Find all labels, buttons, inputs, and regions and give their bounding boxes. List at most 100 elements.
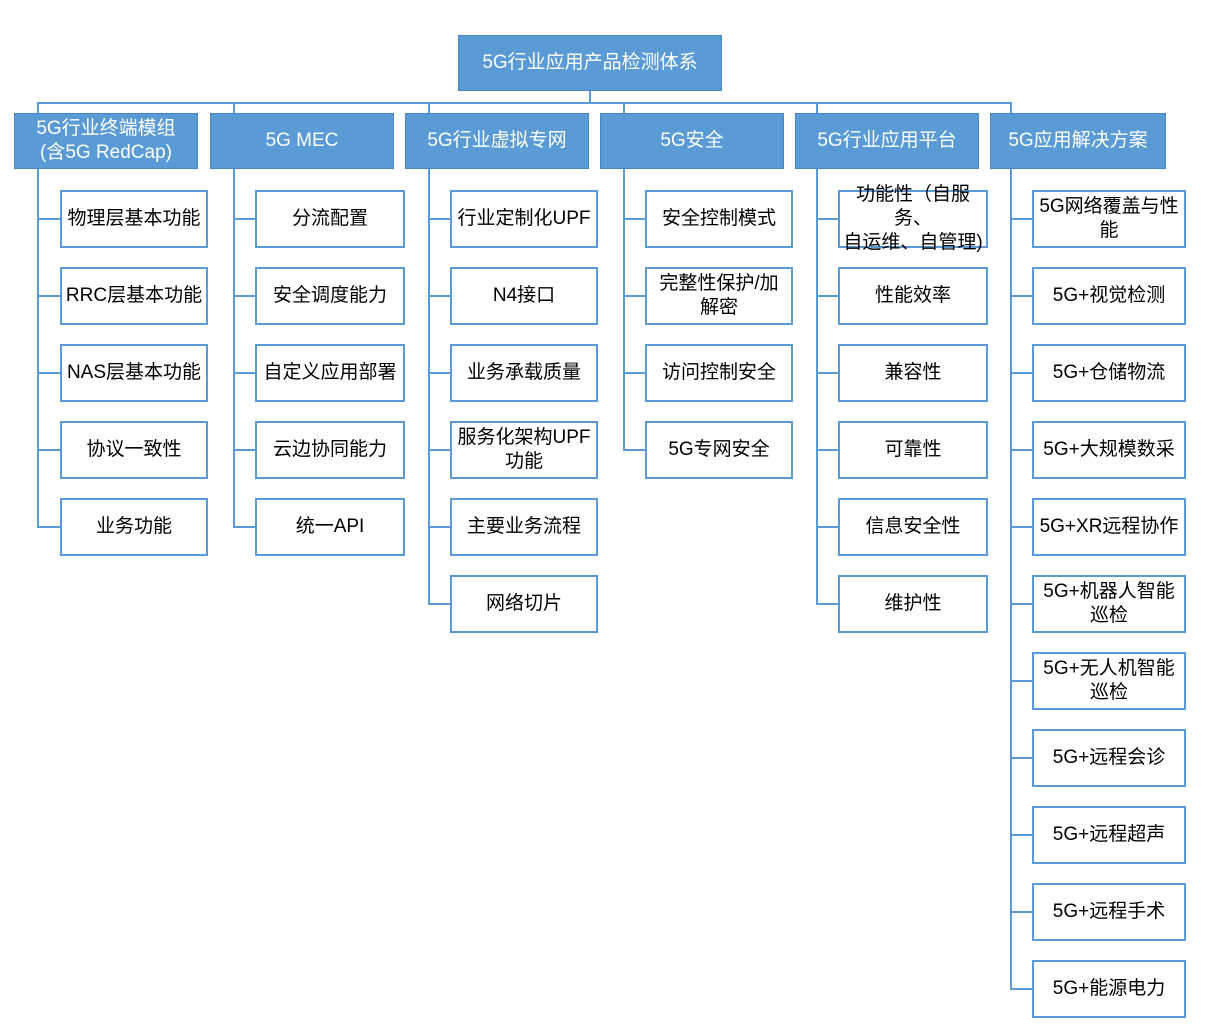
leaf-node-0-1-label: RRC层基本功能 <box>65 284 203 306</box>
branch-drop-5 <box>1010 102 1012 113</box>
leaf-node-3-1[interactable]: 完整性保护/加 解密 <box>645 267 793 325</box>
leaf-node-0-0[interactable]: 物理层基本功能 <box>60 190 208 248</box>
branch-node-2[interactable]: 5G行业虚拟专网 <box>405 113 589 169</box>
leaf-node-1-4-label: 统一API <box>295 515 365 537</box>
leaf-elbow-5-10 <box>1010 988 1032 990</box>
branch-spine-2 <box>428 169 430 604</box>
leaf-elbow-0-4 <box>37 526 60 528</box>
leaf-node-5-10-label: 5G+能源电力 <box>1052 977 1166 999</box>
leaf-node-4-2[interactable]: 兼容性 <box>838 344 988 402</box>
branch-node-4[interactable]: 5G行业应用平台 <box>795 113 979 169</box>
leaf-node-3-0-label: 安全控制模式 <box>661 207 776 229</box>
leaf-node-3-0[interactable]: 安全控制模式 <box>645 190 793 248</box>
branch-drop-4 <box>816 102 818 113</box>
leaf-node-2-1[interactable]: N4接口 <box>450 267 598 325</box>
leaf-node-5-10[interactable]: 5G+能源电力 <box>1032 960 1186 1018</box>
leaf-elbow-3-1 <box>623 295 645 297</box>
leaf-node-5-3[interactable]: 5G+大规模数采 <box>1032 421 1186 479</box>
leaf-node-5-3-label: 5G+大规模数采 <box>1043 438 1175 460</box>
leaf-node-1-2[interactable]: 自定义应用部署 <box>255 344 405 402</box>
leaf-node-5-2[interactable]: 5G+仓储物流 <box>1032 344 1186 402</box>
leaf-node-4-5[interactable]: 维护性 <box>838 575 988 633</box>
leaf-node-0-3[interactable]: 协议一致性 <box>60 421 208 479</box>
branch-node-3[interactable]: 5G安全 <box>600 113 784 169</box>
leaf-node-5-0-label: 5G网络覆盖与性 能 <box>1039 195 1179 241</box>
branch-node-1-label: 5G MEC <box>265 129 339 151</box>
leaf-node-4-1[interactable]: 性能效率 <box>838 267 988 325</box>
leaf-node-5-7[interactable]: 5G+远程会诊 <box>1032 729 1186 787</box>
leaf-node-3-3[interactable]: 5G专网安全 <box>645 421 793 479</box>
leaf-node-2-4-label: 主要业务流程 <box>466 515 581 537</box>
leaf-node-4-1-label: 性能效率 <box>874 284 951 306</box>
leaf-node-1-3-label: 云边协同能力 <box>272 438 387 460</box>
branch-node-1[interactable]: 5G MEC <box>210 113 394 169</box>
branch-node-5[interactable]: 5G应用解决方案 <box>990 113 1166 169</box>
leaf-node-1-3[interactable]: 云边协同能力 <box>255 421 405 479</box>
root-node[interactable]: 5G行业应用产品检测体系 <box>458 35 722 91</box>
leaf-elbow-5-0 <box>1010 218 1032 220</box>
branch-node-5-label: 5G应用解决方案 <box>1008 129 1148 151</box>
root-node-label: 5G行业应用产品检测体系 <box>482 51 698 73</box>
leaf-elbow-5-5 <box>1010 603 1032 605</box>
leaf-node-2-0-label: 行业定制化UPF <box>457 207 591 229</box>
leaf-node-5-9-label: 5G+远程手术 <box>1052 900 1166 922</box>
leaf-node-5-6[interactable]: 5G+无人机智能 巡检 <box>1032 652 1186 710</box>
leaf-elbow-3-0 <box>623 218 645 220</box>
leaf-node-0-1[interactable]: RRC层基本功能 <box>60 267 208 325</box>
leaf-node-2-1-label: N4接口 <box>492 284 556 306</box>
branch-node-0[interactable]: 5G行业终端模组 (含5G RedCap) <box>14 113 198 169</box>
leaf-node-4-5-label: 维护性 <box>884 592 942 614</box>
leaf-node-2-2[interactable]: 业务承载质量 <box>450 344 598 402</box>
leaf-node-5-9[interactable]: 5G+远程手术 <box>1032 883 1186 941</box>
leaf-node-2-3[interactable]: 服务化架构UPF 功能 <box>450 421 598 479</box>
leaf-node-5-8[interactable]: 5G+远程超声 <box>1032 806 1186 864</box>
leaf-node-5-5[interactable]: 5G+机器人智能 巡检 <box>1032 575 1186 633</box>
leaf-node-1-0[interactable]: 分流配置 <box>255 190 405 248</box>
leaf-elbow-4-3 <box>816 449 838 451</box>
leaf-node-2-4[interactable]: 主要业务流程 <box>450 498 598 556</box>
branch-node-0-label: 5G行业终端模组 (含5G RedCap) <box>36 117 176 163</box>
branch-spine-5 <box>1010 169 1012 989</box>
leaf-node-5-1-label: 5G+视觉检测 <box>1052 284 1166 306</box>
leaf-node-4-3[interactable]: 可靠性 <box>838 421 988 479</box>
leaf-node-2-5[interactable]: 网络切片 <box>450 575 598 633</box>
leaf-elbow-2-5 <box>428 603 450 605</box>
leaf-node-4-4[interactable]: 信息安全性 <box>838 498 988 556</box>
leaf-node-0-4[interactable]: 业务功能 <box>60 498 208 556</box>
branch-node-4-label: 5G行业应用平台 <box>817 129 957 151</box>
branch-drop-0 <box>37 102 39 113</box>
leaf-node-5-0[interactable]: 5G网络覆盖与性 能 <box>1032 190 1186 248</box>
branch-drop-1 <box>233 102 235 113</box>
leaf-elbow-5-7 <box>1010 757 1032 759</box>
leaf-node-0-0-label: 物理层基本功能 <box>67 207 201 229</box>
leaf-node-2-0[interactable]: 行业定制化UPF <box>450 190 598 248</box>
leaf-elbow-0-1 <box>37 295 60 297</box>
root-bus <box>37 102 1010 104</box>
leaf-elbow-4-4 <box>816 526 838 528</box>
leaf-node-2-2-label: 业务承载质量 <box>466 361 581 383</box>
leaf-node-1-0-label: 分流配置 <box>291 207 368 229</box>
leaf-elbow-4-5 <box>816 603 838 605</box>
leaf-node-3-3-label: 5G专网安全 <box>668 438 770 460</box>
leaf-node-3-2[interactable]: 访问控制安全 <box>645 344 793 402</box>
leaf-node-4-4-label: 信息安全性 <box>865 515 961 537</box>
leaf-elbow-5-4 <box>1010 526 1032 528</box>
branch-spine-3 <box>623 169 625 450</box>
branch-node-2-label: 5G行业虚拟专网 <box>427 129 567 151</box>
leaf-node-0-2[interactable]: NAS层基本功能 <box>60 344 208 402</box>
leaf-node-1-1[interactable]: 安全调度能力 <box>255 267 405 325</box>
leaf-node-5-2-label: 5G+仓储物流 <box>1052 361 1166 383</box>
leaf-elbow-0-0 <box>37 218 60 220</box>
leaf-node-0-3-label: 协议一致性 <box>86 438 182 460</box>
branch-spine-0 <box>37 169 39 527</box>
leaf-node-5-1[interactable]: 5G+视觉检测 <box>1032 267 1186 325</box>
leaf-node-5-4[interactable]: 5G+XR远程协作 <box>1032 498 1186 556</box>
leaf-node-4-0[interactable]: 功能性（自服务、 自运维、自管理) <box>838 184 988 253</box>
leaf-node-5-4-label: 5G+XR远程协作 <box>1039 515 1179 537</box>
leaf-elbow-3-3 <box>623 449 645 451</box>
leaf-elbow-5-1 <box>1010 295 1032 297</box>
root-stem <box>589 91 591 102</box>
leaf-node-3-1-label: 完整性保护/加 解密 <box>659 272 779 318</box>
leaf-node-5-5-label: 5G+机器人智能 巡检 <box>1043 580 1175 626</box>
leaf-node-1-4[interactable]: 统一API <box>255 498 405 556</box>
